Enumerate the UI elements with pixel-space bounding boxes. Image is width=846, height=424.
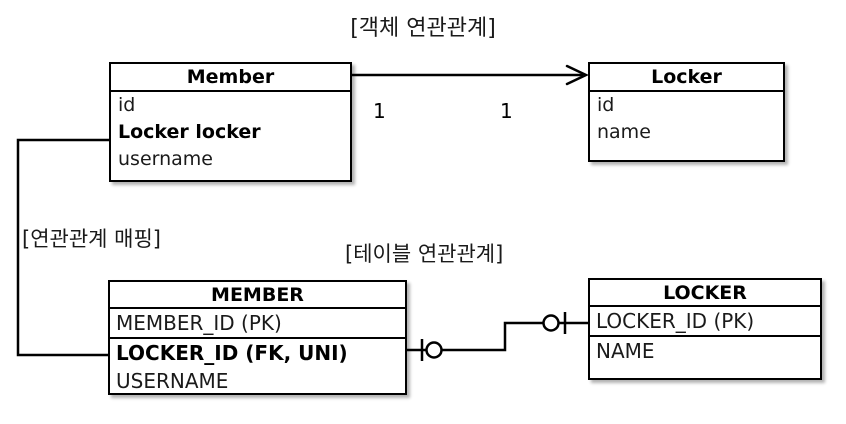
class-field: Locker locker <box>118 121 261 143</box>
table-column: LOCKER_ID (FK, UNI) <box>116 341 348 365</box>
class-box-member[interactable]: Member id Locker locker username <box>109 62 352 182</box>
mapping-label: [연관관계 매핑] <box>22 227 161 251</box>
class-name-locker: Locker <box>590 64 783 92</box>
table-column: LOCKER_ID (PK) <box>590 307 820 337</box>
table-name-member: MEMBER <box>110 282 405 309</box>
object-section-title: [객체 연관관계] <box>350 16 496 41</box>
class-field: id <box>597 94 615 116</box>
erd-relationship-connector <box>407 312 588 361</box>
table-column: USERNAME <box>116 369 229 393</box>
table-section-title: [테이블 연관관계] <box>345 242 504 266</box>
table-column: MEMBER_ID (PK) <box>110 309 405 339</box>
table-box-locker[interactable]: LOCKER LOCKER_ID (PK) NAME <box>588 278 822 380</box>
table-column: NAME <box>596 339 655 363</box>
class-field: name <box>597 121 651 143</box>
class-name-member: Member <box>111 64 350 92</box>
class-field: username <box>118 148 213 170</box>
association-member-to-locker <box>352 64 589 86</box>
class-box-locker[interactable]: Locker id name <box>588 62 785 162</box>
class-field: id <box>118 94 136 116</box>
table-name-locker: LOCKER <box>590 280 820 307</box>
multiplicity-source: 1 <box>373 99 386 123</box>
multiplicity-target: 1 <box>500 99 513 123</box>
table-box-member[interactable]: MEMBER MEMBER_ID (PK) LOCKER_ID (FK, UNI… <box>108 280 407 395</box>
